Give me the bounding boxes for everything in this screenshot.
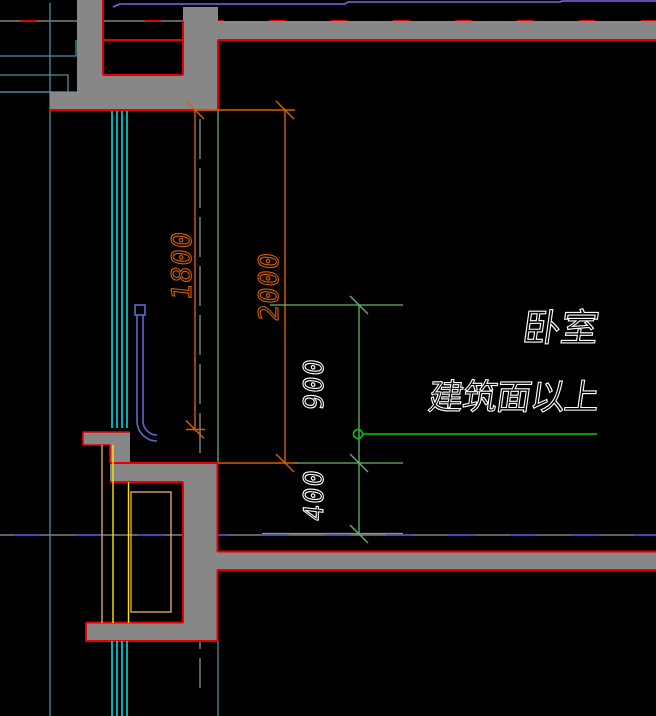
wall-top-left-foot xyxy=(50,92,77,110)
dim-tick xyxy=(185,100,205,120)
leader-node-circle xyxy=(352,428,364,440)
pipe-outer-line xyxy=(136,315,158,442)
room-label-group: 卧室 xyxy=(519,307,602,352)
dim-1800-text[interactable]: 1800 xyxy=(167,229,199,302)
bath-nub-outline xyxy=(82,431,130,463)
pipe-valve-square xyxy=(134,304,146,316)
dim-2000-text[interactable]: 2000 xyxy=(254,250,286,323)
dim-tick xyxy=(275,453,295,473)
riser-pipe[interactable] xyxy=(134,304,158,442)
fixture-cabinet-rect xyxy=(130,491,172,613)
wall-top-band xyxy=(218,21,656,40)
bath-fixtures[interactable] xyxy=(101,445,172,623)
wall-bath-column xyxy=(183,482,217,623)
wall-top-right-column xyxy=(183,7,218,110)
pipe-inner-line xyxy=(142,315,158,436)
wall-edges[interactable] xyxy=(50,0,656,642)
wall-bath-neck xyxy=(110,432,130,463)
bath-bottom-bar-outline xyxy=(85,622,218,642)
note-label-group: 建筑面以上 xyxy=(425,377,602,419)
window-glazing-lines[interactable] xyxy=(111,111,128,716)
text-labels[interactable]: 卧室 建筑面以上 xyxy=(425,307,602,419)
dim-tick xyxy=(349,453,369,473)
reference-line-purple xyxy=(112,0,656,8)
wall-top-sill xyxy=(103,75,183,110)
wall-bath-top-bar xyxy=(110,463,217,482)
dimension-green-group[interactable]: 900 400 xyxy=(262,295,403,544)
dim-tick xyxy=(275,100,295,120)
wall-bottom-band xyxy=(217,552,656,570)
dim-tick xyxy=(349,295,369,315)
finish-step-line-1 xyxy=(0,40,77,57)
wall-top-left-column xyxy=(77,0,103,110)
room-label[interactable]: 卧室 xyxy=(519,307,602,352)
finish-step-line-2 xyxy=(0,74,69,93)
dim-400-text[interactable]: 400 xyxy=(299,467,331,523)
walls[interactable] xyxy=(50,0,656,641)
note-label[interactable]: 建筑面以上 xyxy=(425,377,602,419)
dim-900-text[interactable]: 900 xyxy=(299,356,331,412)
dim-tick xyxy=(185,420,205,439)
wall-bath-bottom-bar xyxy=(86,623,218,641)
dim-tick xyxy=(349,524,369,544)
dimension-orange-group[interactable]: 1800 2000 xyxy=(167,100,297,473)
leader-annotation[interactable] xyxy=(352,428,598,440)
wall-bath-nub xyxy=(83,432,113,445)
